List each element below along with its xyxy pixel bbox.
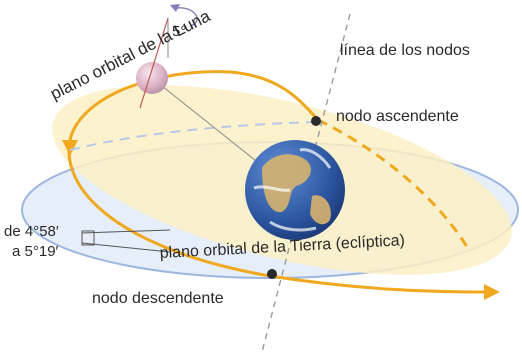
inclination-label-line1: de 4°58′ [4, 223, 59, 240]
inclination-bracket-box [81, 230, 95, 246]
moon [136, 62, 168, 94]
descending-node-label: nodo descendente [92, 290, 224, 307]
lunar-orbit-dashed [317, 118, 472, 253]
ecliptic-back-dashed [69, 121, 317, 151]
nodes-line [261, 13, 351, 353]
orbit-arrow-left-icon [62, 140, 78, 156]
earth-clouds [253, 148, 332, 232]
inclination-bracket-upper [81, 229, 171, 234]
angle-arc-icon [175, 7, 198, 27]
lunar-orbit-back [68, 70, 320, 141]
angle-label: 5° [172, 23, 186, 40]
earth [245, 140, 345, 240]
orbit-arrow-right-icon [484, 284, 500, 300]
inclination-label-line2: a 5°19′ [12, 243, 59, 260]
moon-axis [139, 17, 169, 109]
ascending-node-label: nodo ascendente [336, 108, 459, 125]
descending-node-dot [267, 269, 277, 279]
ascending-node-dot [311, 116, 321, 126]
earth-land [262, 154, 331, 225]
angle-arrow-icon [170, 4, 180, 12]
inclination-bracket-lower [81, 242, 171, 253]
nodes-line-label: línea de los nodos [340, 42, 470, 59]
